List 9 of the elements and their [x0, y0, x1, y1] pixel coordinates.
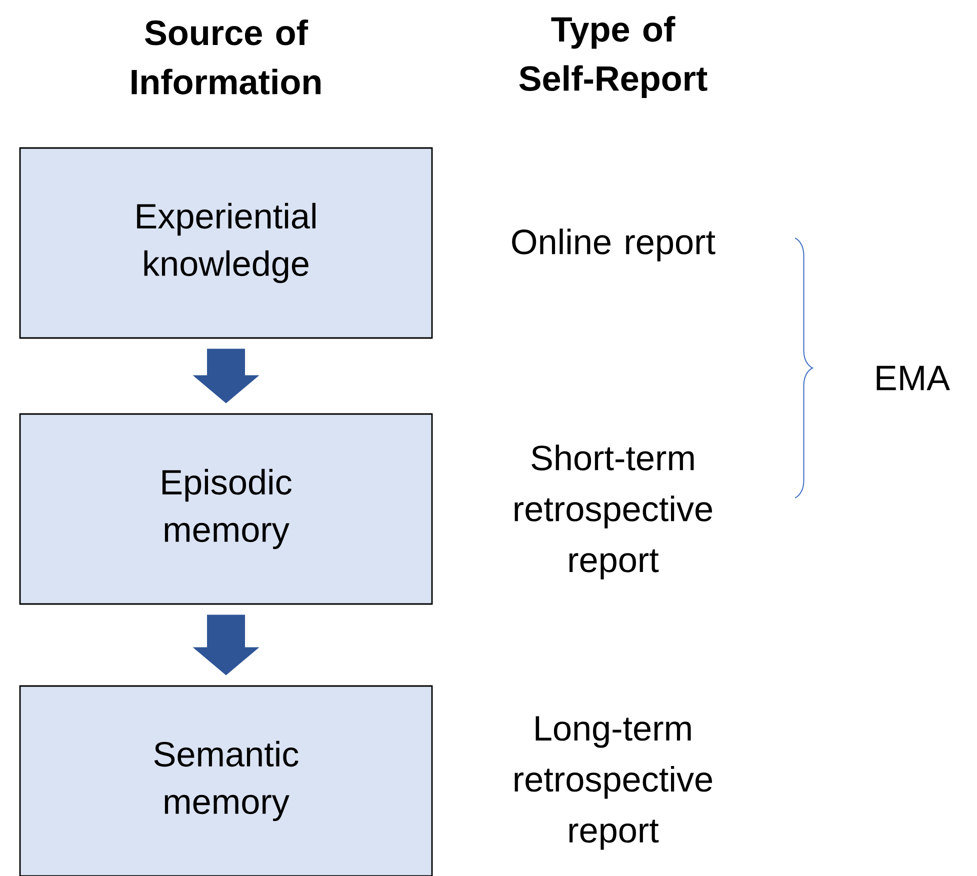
column-heading: Source of Information	[132, 20, 320, 94]
process-box: Experiential knowledge	[19, 147, 433, 339]
process-box: Semantic memory	[19, 685, 433, 876]
process-box: Episodic memory	[19, 413, 433, 605]
brace-label: EMA	[876, 366, 950, 390]
report-label: Online report	[512, 228, 716, 262]
column-heading: Type of Self-Report	[519, 16, 708, 98]
report-label: Long-term retrospective report	[514, 716, 712, 850]
report-label: Short-term retrospective report	[514, 444, 712, 580]
